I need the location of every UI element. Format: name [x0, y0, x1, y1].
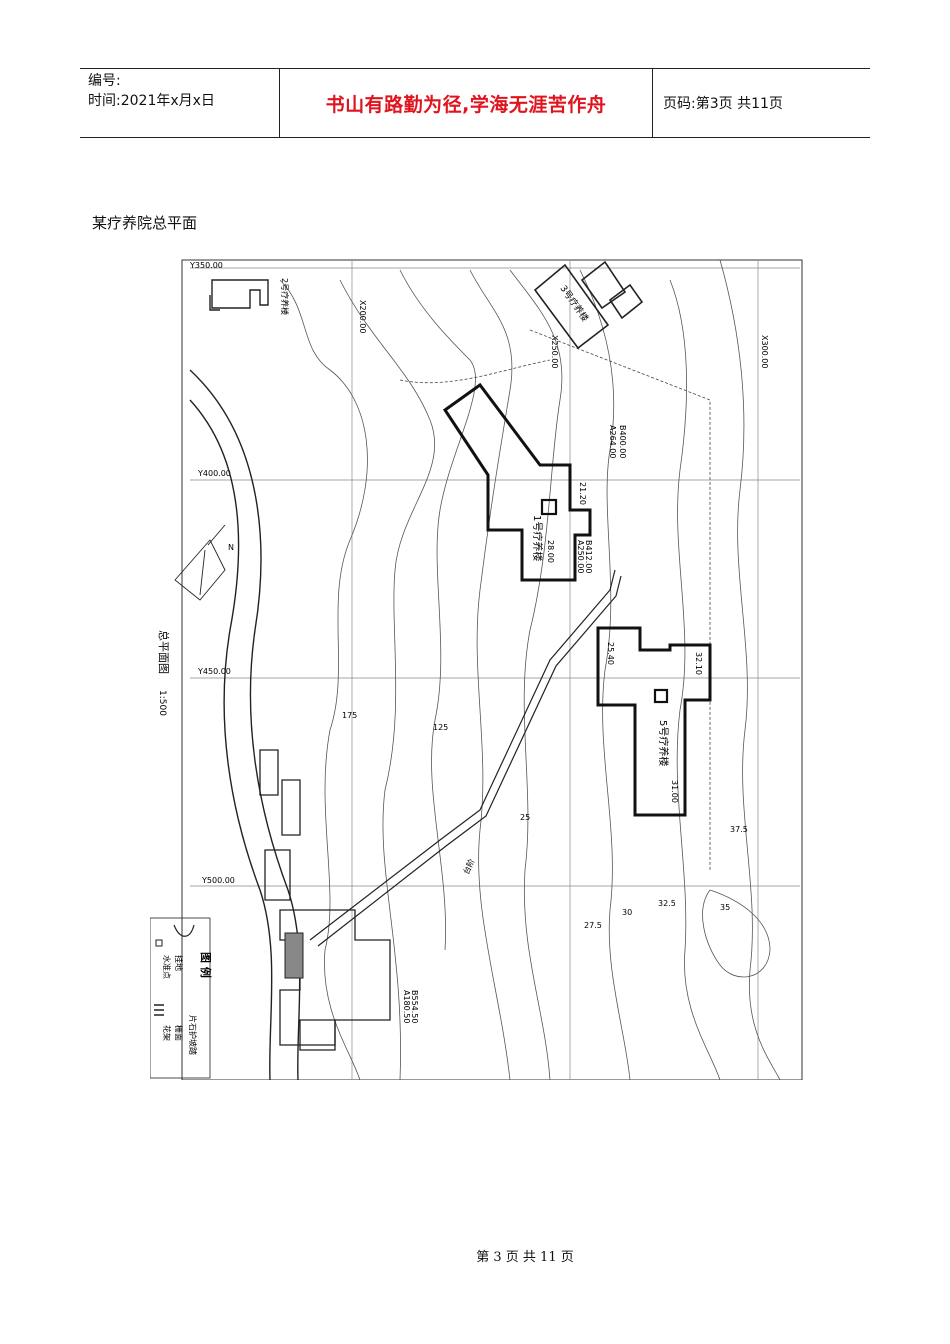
building-1-elevation-b: 21.20 [578, 482, 587, 505]
grid-label-x200: X200.00 [358, 300, 367, 333]
site-plan-title: 总平面图 [157, 630, 171, 674]
north-arrow-icon [174, 524, 226, 601]
site-plan-drawing: Y350.00 Y400.00 Y450.00 Y500.00 X200.00 … [150, 259, 803, 1080]
figure-caption: 某疗养院总平面 [92, 214, 198, 232]
building-5-label: 5号疗养楼 [657, 720, 670, 766]
legend-item-1: 水准点 [162, 955, 172, 979]
terrace-label: 台阶 [461, 857, 477, 876]
grid-lines [190, 260, 800, 1080]
building-5-outline [596, 626, 712, 817]
coord-b2: B412.00 [584, 540, 593, 573]
contour-label-25: 25 [520, 813, 530, 822]
grid-label-x300: X300.00 [760, 335, 769, 368]
contour-label-325: 32.5 [658, 899, 676, 908]
lower-building-hatch [284, 932, 304, 979]
pergola-icon [154, 1004, 164, 1016]
legend: 图 例 挂地 水准点 片石护坡踏 栅面 花架 [150, 917, 213, 1079]
building-2-label: 2号疗养楼 [280, 278, 290, 315]
contour-label-375: 37.5 [730, 825, 748, 834]
header-page-label: 页码:第3页 共11页 [663, 96, 783, 112]
page-footer: 第 3 页 共 11 页 [476, 1250, 574, 1265]
building-1-elevation: 28.00 [546, 540, 555, 563]
legend-title: 图 例 [199, 952, 213, 978]
building-1-core [540, 498, 558, 516]
building-2-outline [209, 279, 269, 311]
grid-label-y500: Y500.00 [201, 876, 235, 885]
building-5-elevation-b: 32.10 [694, 652, 703, 675]
legend-item-0: 挂地 [174, 955, 184, 971]
contour-label-30: 30 [622, 908, 632, 917]
building-4-elevation: 25.40 [606, 642, 615, 665]
building-1-outline [442, 382, 592, 582]
building-5-elevation: 31.00 [670, 780, 679, 803]
building-1-label: 1号疗养楼 [531, 515, 544, 561]
doc-number-label: 编号: [88, 73, 121, 89]
building-3-outline [533, 260, 644, 350]
legend-item-2: 片石护坡踏 [188, 1015, 198, 1055]
benchmark-icon [155, 939, 163, 947]
legend-item-3: 栅面 [174, 1025, 184, 1041]
coord-b3: B554.50 [410, 990, 419, 1023]
grid-label-y400: Y400.00 [197, 469, 231, 478]
legend-frame [150, 917, 211, 1079]
header-meta: 编号: 时间:2021年x月x日 [80, 69, 280, 137]
contour-label-275: 27.5 [584, 921, 602, 930]
site-plan-scale: 1:500 [157, 690, 167, 716]
stair-path [309, 569, 622, 947]
contour-labels: 175 125 25 27.5 30 32.5 35 37.5 [342, 711, 748, 930]
contour-label-35: 35 [720, 903, 730, 912]
building-5-core [653, 688, 669, 704]
coord-a3: A180.50 [402, 990, 411, 1023]
boundary-dashes [399, 329, 711, 870]
contour-label-125: 125 [433, 723, 448, 732]
page-header: 编号: 时间:2021年x月x日 书山有路勤为径,学海无涯苦作舟 页码:第3页 … [80, 68, 870, 138]
north-label: N [228, 543, 234, 552]
coord-a1: A264.00 [608, 425, 617, 458]
contour-label-175: 175 [342, 711, 357, 720]
coord-a2: A250.00 [576, 540, 585, 573]
building-3-label: 3号疗养楼 [558, 283, 592, 324]
legend-item-4: 花架 [162, 1025, 172, 1041]
lawn-icon [173, 924, 195, 937]
doc-time-label: 时间:2021年x月x日 [88, 93, 215, 109]
contour-lines [279, 259, 781, 1080]
grid-label-x250: X250.00 [550, 335, 559, 368]
grid-label-y450: Y450.00 [197, 667, 231, 676]
grid-label-y350: Y350.00 [189, 261, 223, 270]
plan-border [181, 259, 803, 1080]
coord-b1: B400.00 [618, 425, 627, 458]
header-motto: 书山有路勤为径,学海无涯苦作舟 [280, 69, 653, 137]
